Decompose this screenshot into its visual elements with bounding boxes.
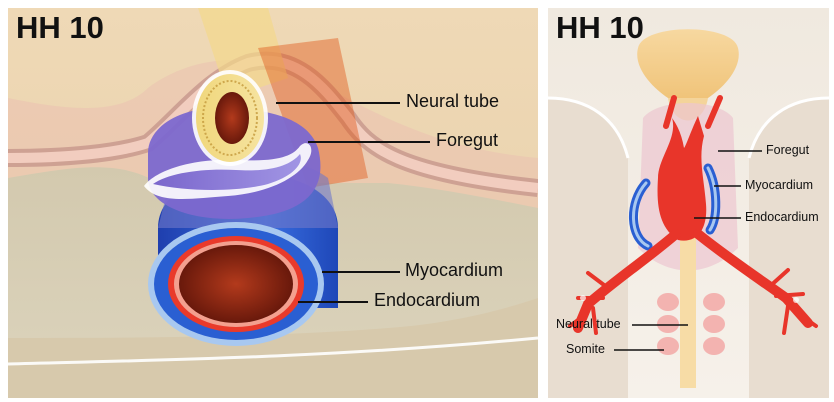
label-neural-tube: Neural tube: [406, 91, 499, 112]
label-endocardium: Endocardium: [374, 290, 480, 311]
label-myocardium: Myocardium: [745, 178, 813, 192]
label-foregut: Foregut: [436, 130, 498, 151]
label-neural-tube: Neural tube: [556, 317, 621, 331]
label-somite: Somite: [566, 342, 605, 356]
label-myocardium: Myocardium: [405, 260, 503, 281]
label-foregut: Foregut: [766, 143, 809, 157]
stage-title: HH 10: [556, 10, 644, 46]
cross-section-illustration: [8, 8, 538, 398]
ventral-view-panel: HH 10 Foregut Myocardium Endocardium Neu…: [548, 8, 829, 398]
cross-section-panel: HH 10 Neural tube Foregut Myocardium End…: [8, 8, 538, 398]
stage-title: HH 10: [16, 10, 104, 46]
ventral-view-illustration: [548, 8, 829, 398]
label-endocardium: Endocardium: [745, 210, 819, 224]
